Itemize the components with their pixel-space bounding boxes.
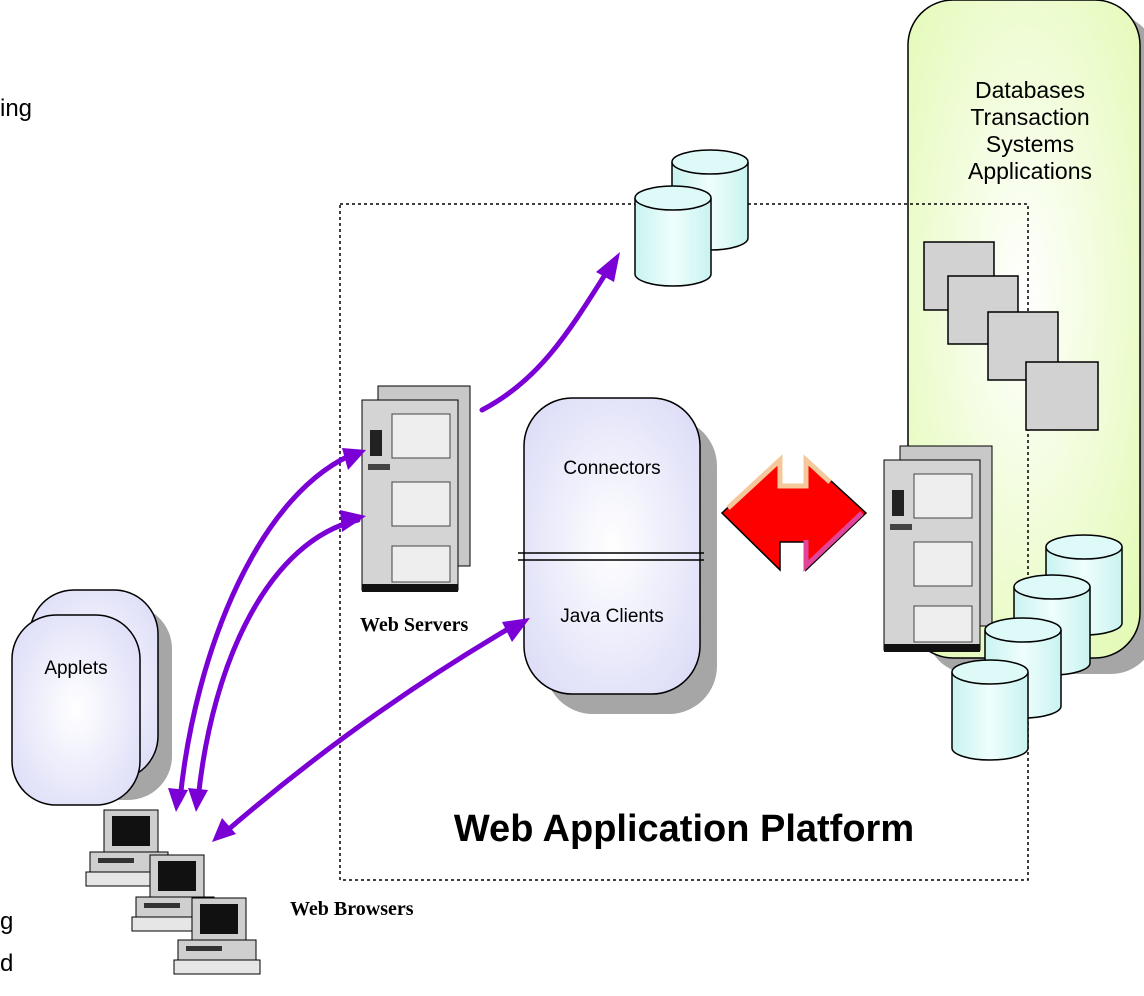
applet-box (11, 614, 141, 806)
bidirectional-arrow (720, 454, 868, 572)
backend-line: Systems (985, 131, 1075, 157)
connectors-label: Connectors (563, 458, 661, 479)
arrow-browser-to-server (195, 517, 361, 803)
left-fragment-bottom-2: d (0, 950, 14, 977)
arrow-server-to-db (479, 267, 611, 413)
java-clients-label: Java Clients (560, 606, 664, 627)
middle-box (523, 397, 701, 695)
left-fragment-top: ing (0, 95, 33, 122)
web-server-icon (361, 385, 471, 593)
web-browsers-label: Web Browsers (290, 898, 414, 920)
platform-title: Web Application Platform (453, 808, 915, 850)
backend-line: Databases (975, 77, 1085, 103)
web-servers-label: Web Servers (360, 614, 469, 636)
arrow-browser-to-server (177, 449, 361, 803)
left-fragment-bottom-1: g (0, 908, 14, 935)
database-icon (634, 185, 712, 287)
backend-line: Transaction (970, 104, 1090, 130)
backend-label: Databases Transaction Systems Applicatio… (920, 77, 1140, 185)
arrow-browser-to-java (219, 619, 523, 838)
application-icon (923, 241, 1099, 431)
database-icon (951, 659, 1029, 761)
applets-label: Applets (44, 658, 108, 679)
backend-line: Applications (967, 158, 1093, 184)
backend-server-icon (883, 445, 993, 653)
